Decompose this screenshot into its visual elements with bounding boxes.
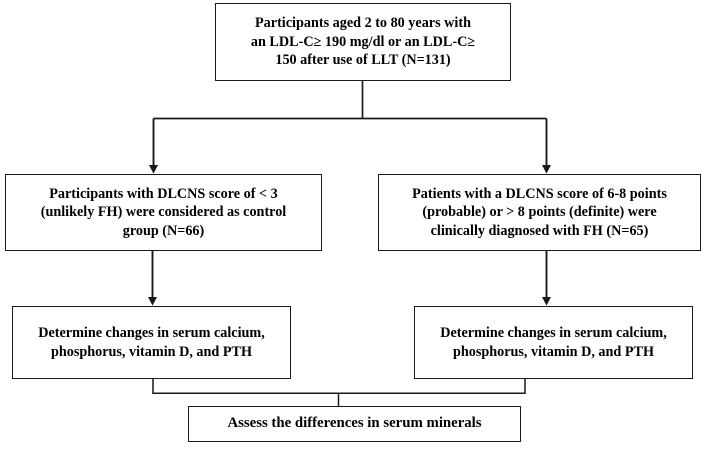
control-group-box: Participants with DLCNS score of < 3 (un… [5,174,322,251]
measurement-control-box: Determine changes in serum calcium, phos… [12,306,291,379]
fh-group-box-text: Patients with a DLCNS score of 6-8 point… [412,185,667,239]
control-group-box-text: Participants with DLCNS score of < 3 (un… [40,185,287,239]
measurement-control-box-text: Determine changes in serum calcium, phos… [38,325,265,360]
edge-merge-to-assess [152,379,526,406]
enrollment-box: Participants aged 2 to 80 years with an … [215,3,511,81]
edge-control-to-measure [148,251,157,306]
measurement-fh-box: Determine changes in serum calcium, phos… [414,306,693,379]
fh-group-box: Patients with a DLCNS score of 6-8 point… [378,174,701,251]
edge-fh-to-measure [542,251,551,306]
assessment-box-text: Assess the differences in serum minerals [227,415,482,432]
edge-split-trunk [153,81,547,120]
edge-split-right [542,118,551,174]
edge-split-left [149,118,158,174]
assessment-box: Assess the differences in serum minerals [188,406,521,442]
measurement-fh-box-text: Determine changes in serum calcium, phos… [440,325,667,360]
enrollment-box-text: Participants aged 2 to 80 years with an … [250,15,476,69]
